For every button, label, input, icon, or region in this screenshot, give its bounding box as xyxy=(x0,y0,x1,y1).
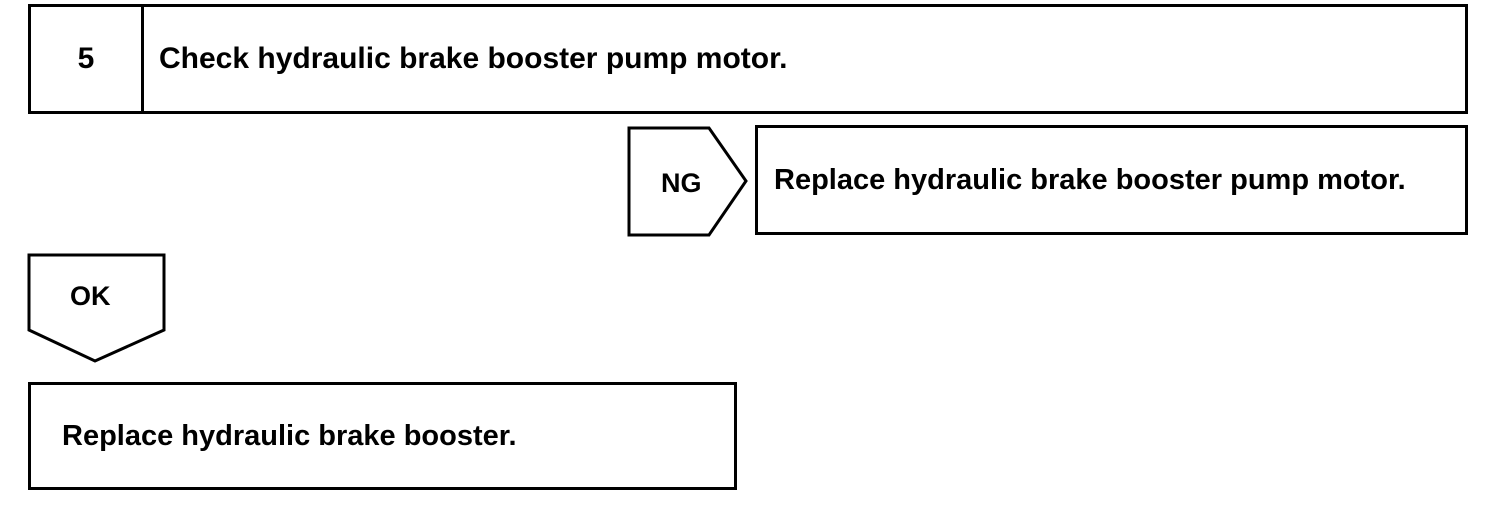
ng-label: NG xyxy=(661,168,702,198)
step-box: 5 Check hydraulic brake booster pump mot… xyxy=(28,4,1468,114)
step-title: Check hydraulic brake booster pump motor… xyxy=(159,42,788,75)
ng-action-text: Replace hydraulic brake booster pump mot… xyxy=(774,163,1406,196)
ok-action-box: Replace hydraulic brake booster. xyxy=(28,382,737,490)
ok-action-text: Replace hydraulic brake booster. xyxy=(62,419,517,452)
step-number: 5 xyxy=(31,7,144,111)
ok-label: OK xyxy=(70,281,111,311)
ng-action-box: Replace hydraulic brake booster pump mot… xyxy=(755,125,1468,235)
